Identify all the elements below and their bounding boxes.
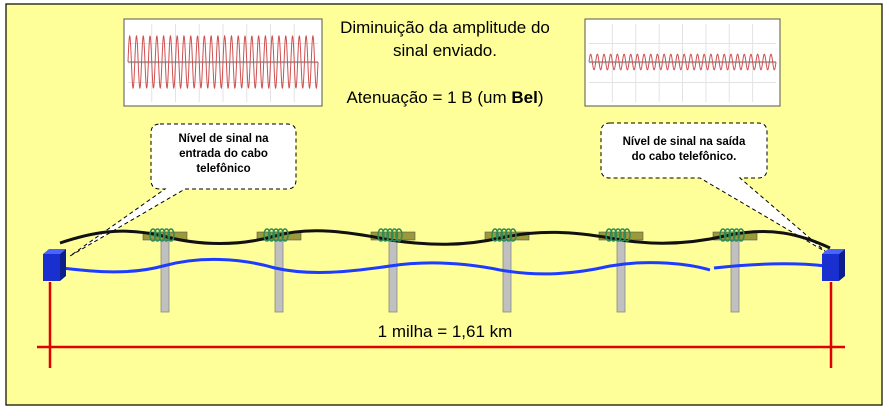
insulator-6 xyxy=(719,228,745,242)
pole-1 xyxy=(160,231,170,313)
input-signal-panel xyxy=(123,18,323,107)
attenuation-prefix: Atenuação = 1 B (um xyxy=(346,88,512,107)
attenuation-unit: Bel xyxy=(511,88,538,107)
callout-right-line-1: Nível de sinal na saída xyxy=(622,136,746,148)
telephone-cable xyxy=(59,229,831,250)
callout-left-line-1: Nível de sinal na xyxy=(178,133,269,145)
distance-measure xyxy=(37,282,845,368)
insulator-4 xyxy=(491,228,517,242)
signal-line xyxy=(61,257,827,276)
insulator-1 xyxy=(149,228,175,242)
pole-6 xyxy=(730,231,740,313)
output-signal-panel xyxy=(584,18,781,107)
title-line-1: Diminuição da amplitude do xyxy=(340,18,550,37)
callout-right-line-2: do cabo telefônico. xyxy=(631,151,737,163)
callout-right-shape xyxy=(600,122,827,253)
input-signal-wave xyxy=(127,34,319,90)
callout-left-text: Nível de sinal na entrada do cabo telefô… xyxy=(151,132,296,177)
insulators-group xyxy=(149,228,745,242)
insulator-3 xyxy=(377,228,403,242)
pole-3 xyxy=(388,231,398,313)
output-terminal-box xyxy=(822,249,845,281)
insulator-2 xyxy=(263,228,289,242)
input-terminal-box xyxy=(43,249,66,281)
callout-left-line-3: telefônico xyxy=(196,163,251,175)
pole-5 xyxy=(616,231,626,313)
pole-2 xyxy=(274,231,284,313)
output-signal-wave xyxy=(588,53,777,71)
callout-right-text: Nível de sinal na saída do cabo telefôni… xyxy=(601,135,767,165)
attenuation-suffix: ) xyxy=(537,88,544,107)
callout-left-line-2: entrada do cabo xyxy=(179,148,268,160)
attenuation-label: Atenuação = 1 B (um Bel) xyxy=(300,88,590,108)
callout-left-shape xyxy=(69,123,297,257)
distance-label: 1 milha = 1,61 km xyxy=(377,322,513,341)
diagram-title: Diminuição da amplitude do sinal enviado… xyxy=(300,16,590,62)
title-line-2: sinal enviado. xyxy=(393,41,497,60)
insulator-5 xyxy=(605,228,631,242)
